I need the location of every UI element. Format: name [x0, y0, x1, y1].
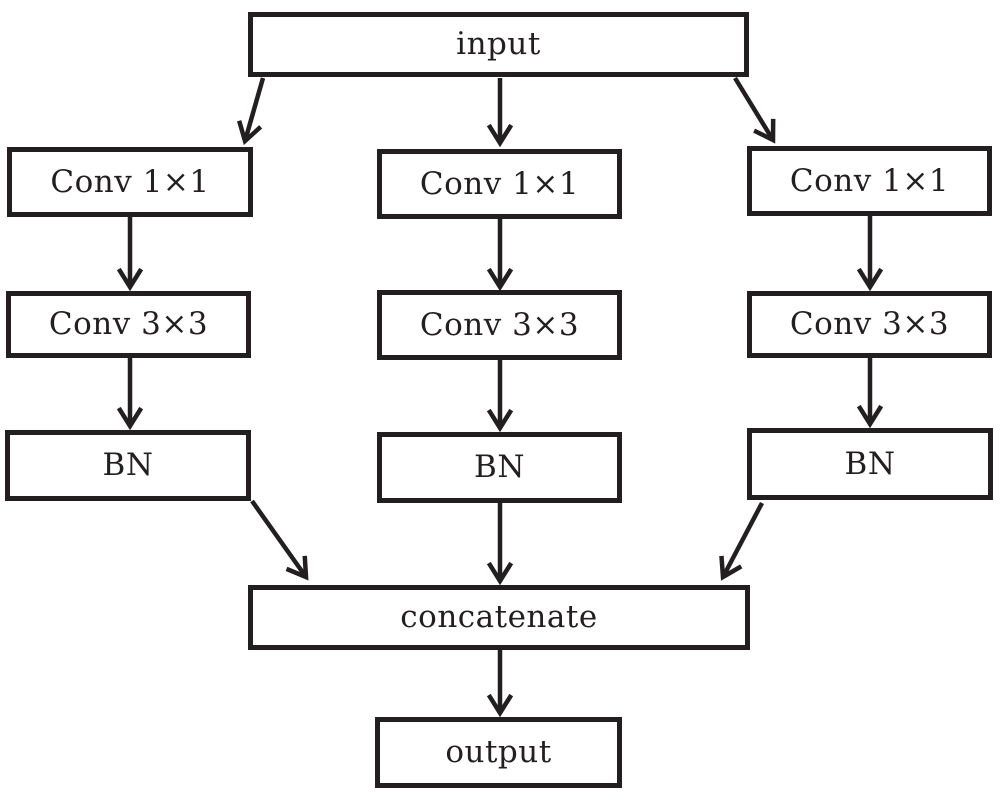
node-branch3-conv3x3-label: Conv 3×3 — [789, 306, 950, 342]
edge-input-branch3-conv1 — [733, 76, 776, 144]
node-branch1-bn-label: BN — [102, 447, 154, 483]
node-branch2-conv1x1-label: Conv 1×1 — [419, 165, 580, 202]
node-branch1-conv3x3: Conv 3×3 — [6, 291, 251, 358]
node-branch2-bn-label: BN — [474, 449, 525, 485]
node-branch3-conv1x1-label: Conv 1×1 — [789, 162, 950, 199]
node-branch3-bn-label: BN — [844, 445, 896, 482]
node-branch3-conv1x1: Conv 1×1 — [747, 146, 992, 216]
node-input: input — [248, 12, 749, 77]
node-concatenate: concatenate — [248, 585, 750, 650]
node-branch2-conv3x3-label: Conv 3×3 — [419, 306, 580, 343]
edge-branch1-bn-concatenate — [250, 499, 309, 581]
node-branch1-bn: BN — [5, 430, 251, 501]
node-branch2-bn: BN — [377, 432, 622, 503]
node-branch1-conv1x1: Conv 1×1 — [7, 147, 253, 217]
edge-branch3-bn-concatenate — [719, 501, 764, 581]
node-branch3-bn: BN — [747, 428, 993, 500]
node-output: output — [375, 717, 622, 788]
node-concatenate-label: concatenate — [400, 599, 598, 635]
node-branch1-conv1x1-label: Conv 1×1 — [50, 163, 210, 200]
edge-input-branch1-conv1 — [236, 77, 266, 146]
node-branch2-conv1x1: Conv 1×1 — [377, 149, 622, 219]
node-branch1-conv3x3-label: Conv 3×3 — [48, 306, 209, 342]
node-output-label: output — [445, 734, 552, 770]
node-branch3-conv3x3: Conv 3×3 — [747, 291, 992, 358]
node-input-label: input — [456, 26, 541, 62]
node-branch2-conv3x3: Conv 3×3 — [377, 290, 622, 360]
